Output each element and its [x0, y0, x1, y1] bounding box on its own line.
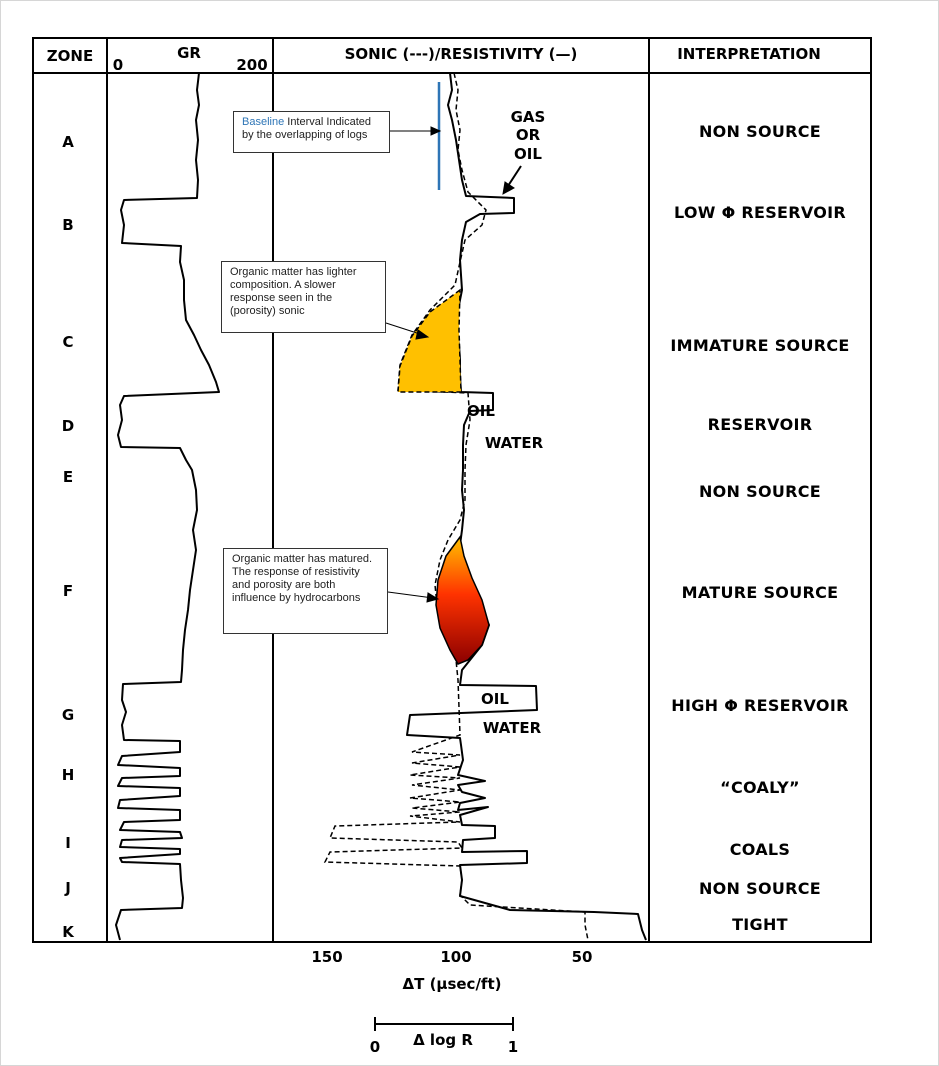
zone-label: H: [62, 766, 75, 784]
immature-callout: Organic matter has lighter composition. …: [221, 261, 386, 333]
baseline-text: Interval Indicated by the overlapping of…: [242, 116, 372, 141]
resistivity-curve: [406, 72, 647, 941]
mature-text: Organic matter has matured. The response…: [232, 553, 373, 604]
delta-log-r-scale: [374, 1017, 514, 1031]
zone-label: K: [62, 923, 75, 941]
table-grid: [32, 37, 872, 943]
immature-source-fill: [397, 288, 462, 393]
baseline-highlight: Baseline: [242, 116, 285, 128]
interpretation-label: MATURE SOURCE: [682, 583, 839, 602]
delta-log-r-min: 0: [370, 1038, 380, 1056]
axis-tick-label: 150: [311, 948, 342, 966]
oil-label-a: OIL: [514, 145, 542, 163]
delta-log-r-max: 1: [508, 1038, 518, 1056]
interpretation-label: NON SOURCE: [699, 879, 821, 898]
zone-label: I: [65, 834, 71, 852]
zone-label: C: [62, 333, 73, 351]
zone-label: F: [63, 582, 73, 600]
header-gr-max: 200: [236, 56, 267, 74]
axis-tick-label: 100: [440, 948, 471, 966]
annotation-arrows: [385, 126, 522, 603]
mature-callout: Organic matter has matured. The response…: [223, 548, 388, 634]
interpretation-label: TIGHT: [732, 915, 788, 934]
water-label-d: WATER: [485, 434, 544, 452]
oil-label-d: OIL: [467, 402, 495, 420]
zone-label: D: [62, 417, 74, 435]
baseline-callout: Baseline Interval Indicated by the overl…: [233, 111, 390, 153]
zone-column: A B C D E F G H I J K: [62, 133, 75, 941]
sonic-curve: [323, 72, 589, 941]
delta-log-r-label: Δ log R: [413, 1031, 473, 1049]
zone-label: J: [64, 879, 71, 897]
zone-label: G: [62, 706, 74, 724]
interpretation-label: LOW Φ RESERVOIR: [674, 203, 846, 222]
gamma-ray-curve: [115, 72, 220, 941]
zone-label: E: [63, 468, 73, 486]
oil-label-g: OIL: [481, 690, 509, 708]
header-sonic-resistivity: SONIC (---)/RESISTIVITY (—): [345, 45, 578, 63]
water-label-g: WATER: [483, 719, 542, 737]
immature-text: Organic matter has lighter composition. …: [230, 266, 357, 317]
interpretation-label: “COALY”: [720, 778, 800, 797]
interpretation-label: RESERVOIR: [708, 415, 813, 434]
axis-tick-label: 50: [572, 948, 593, 966]
zone-label: B: [62, 216, 73, 234]
interpretation-label: COALS: [730, 840, 791, 859]
interpretation-label: NON SOURCE: [699, 482, 821, 501]
header-zone: ZONE: [47, 47, 93, 65]
interpretation-label: IMMATURE SOURCE: [670, 336, 849, 355]
interpretation-label: HIGH Φ RESERVOIR: [671, 696, 848, 715]
mature-source-fill: [435, 535, 490, 665]
gas-label: GAS: [511, 108, 546, 126]
interpretation-label: NON SOURCE: [699, 122, 821, 141]
header-gr: GR: [177, 44, 201, 62]
zone-label: A: [62, 133, 74, 151]
header-interpretation: INTERPRETATION: [677, 45, 821, 63]
interpretation-column: NON SOURCE LOW Φ RESERVOIR IMMATURE SOUR…: [670, 122, 849, 934]
header-gr-min: 0: [113, 56, 123, 74]
axis-title: ΔT (µsec/ft): [403, 975, 502, 993]
or-label: OR: [516, 126, 541, 144]
